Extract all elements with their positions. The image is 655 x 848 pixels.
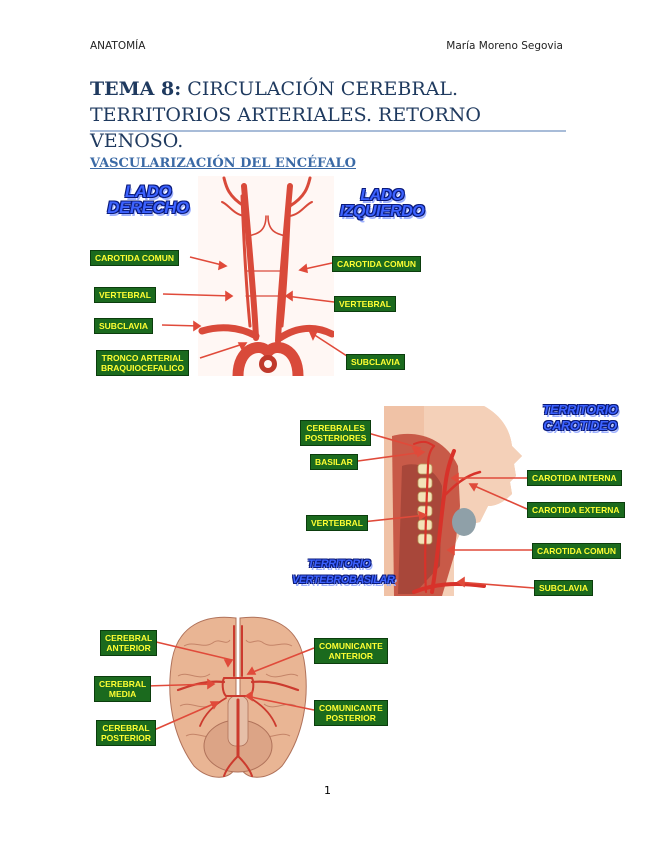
label-carotida-comun-lateral: CAROTIDA COMUN (532, 543, 622, 559)
page-number: 1 (324, 784, 331, 797)
section-subtitle: VASCULARIZACIÓN DEL ENCÉFALO (90, 156, 356, 171)
label-vertebral-izquierda: VERTEBRAL (334, 296, 396, 312)
label-subclavia-lateral: SUBCLAVIA (534, 580, 593, 596)
label-cer-ant-line1: CEREBRAL (105, 633, 153, 643)
label-cer-post-line2: POSTERIOR (101, 733, 152, 743)
label-cer-post-line1: CEREBRAL (102, 723, 150, 733)
wordart-carotideo-line1: TERRITORIO (542, 402, 618, 417)
label-vertebral-lateral: VERTEBRAL (306, 515, 368, 531)
wordart-lado-izquierdo-line2: IZQUIERDO (339, 203, 425, 220)
label-carotida-comun-izquierda: CAROTIDA COMUN (332, 256, 422, 272)
label-subclavia-derecha: SUBCLAVIA (94, 318, 153, 334)
title-rest: CIRCULACIÓN CEREBRAL. TERRITORIOS ARTERI… (90, 78, 481, 152)
wordart-lado-izquierdo: LADO IZQUIERDO (336, 188, 428, 220)
label-tronco-braquiocefalico: TRONCO ARTERIAL BRAQUIOCEFALICO (96, 350, 190, 376)
label-com-post-line1: COMUNICANTE (319, 703, 383, 713)
label-comunicante-posterior: COMUNICANTE POSTERIOR (314, 700, 388, 726)
label-cerebrales-line1: CEREBRALES (306, 423, 365, 433)
label-cer-med-line2: MEDIA (108, 689, 137, 699)
wordart-vertebro-line2: VERTEBROBASILAR (292, 574, 395, 586)
label-carotida-externa: CAROTIDA EXTERNA (527, 502, 625, 518)
wordart-carotideo-line2: CAROTIDEO (543, 418, 617, 433)
wordart-lado-derecho: LADO DERECHO (100, 182, 196, 217)
wordart-territorio-carotideo: TERRITORIO CAROTIDEO (538, 402, 622, 434)
label-comunicante-anterior: COMUNICANTE ANTERIOR (314, 638, 388, 664)
label-cer-med-line1: CEREBRAL (99, 679, 147, 689)
label-cerebral-media: CEREBRAL MEDIA (94, 676, 152, 702)
wordart-lado-derecho-line2: DERECHO (107, 198, 189, 217)
neck-arteries-illustration (198, 176, 334, 376)
page-title: TEMA 8: CIRCULACIÓN CEREBRAL. TERRITORIO… (90, 76, 570, 154)
label-cerebrales-posteriores: CEREBRALES POSTERIORES (300, 420, 372, 446)
label-cerebral-posterior: CEREBRAL POSTERIOR (96, 720, 157, 746)
label-tronco-line2: BRAQUIOCEFALICO (101, 363, 185, 373)
label-carotida-interna: CAROTIDA INTERNA (527, 470, 622, 486)
wordart-territorio-vertebrobasilar: TERRITORIO VERTEBROBASILAR (292, 556, 395, 588)
label-cerebrales-line2: POSTERIORES (305, 433, 367, 443)
label-com-ant-line1: COMUNICANTE (319, 641, 383, 651)
label-cer-ant-line2: ANTERIOR (106, 643, 151, 653)
label-tronco-line1: TRONCO ARTERIAL (101, 353, 184, 363)
label-carotida-comun-derecha: CAROTIDA COMUN (90, 250, 180, 266)
wordart-lado-izquierdo-line1: LADO (360, 187, 404, 204)
label-cerebral-anterior: CEREBRAL ANTERIOR (100, 630, 158, 656)
title-rule (90, 130, 566, 132)
label-vertebral-derecha: VERTEBRAL (94, 287, 156, 303)
title-bold: TEMA 8: (90, 78, 182, 100)
header-left: ANATOMÍA (90, 40, 146, 52)
wordart-vertebro-line1: TERRITORIO (307, 558, 371, 570)
label-subclavia-izquierda: SUBCLAVIA (346, 354, 405, 370)
wordart-lado-derecho-line1: LADO (124, 182, 172, 201)
label-com-ant-line2: ANTERIOR (328, 651, 374, 661)
header-right: María Moreno Segovia (446, 40, 563, 52)
label-com-post-line2: POSTERIOR (325, 713, 376, 723)
label-basilar: BASILAR (310, 454, 358, 470)
